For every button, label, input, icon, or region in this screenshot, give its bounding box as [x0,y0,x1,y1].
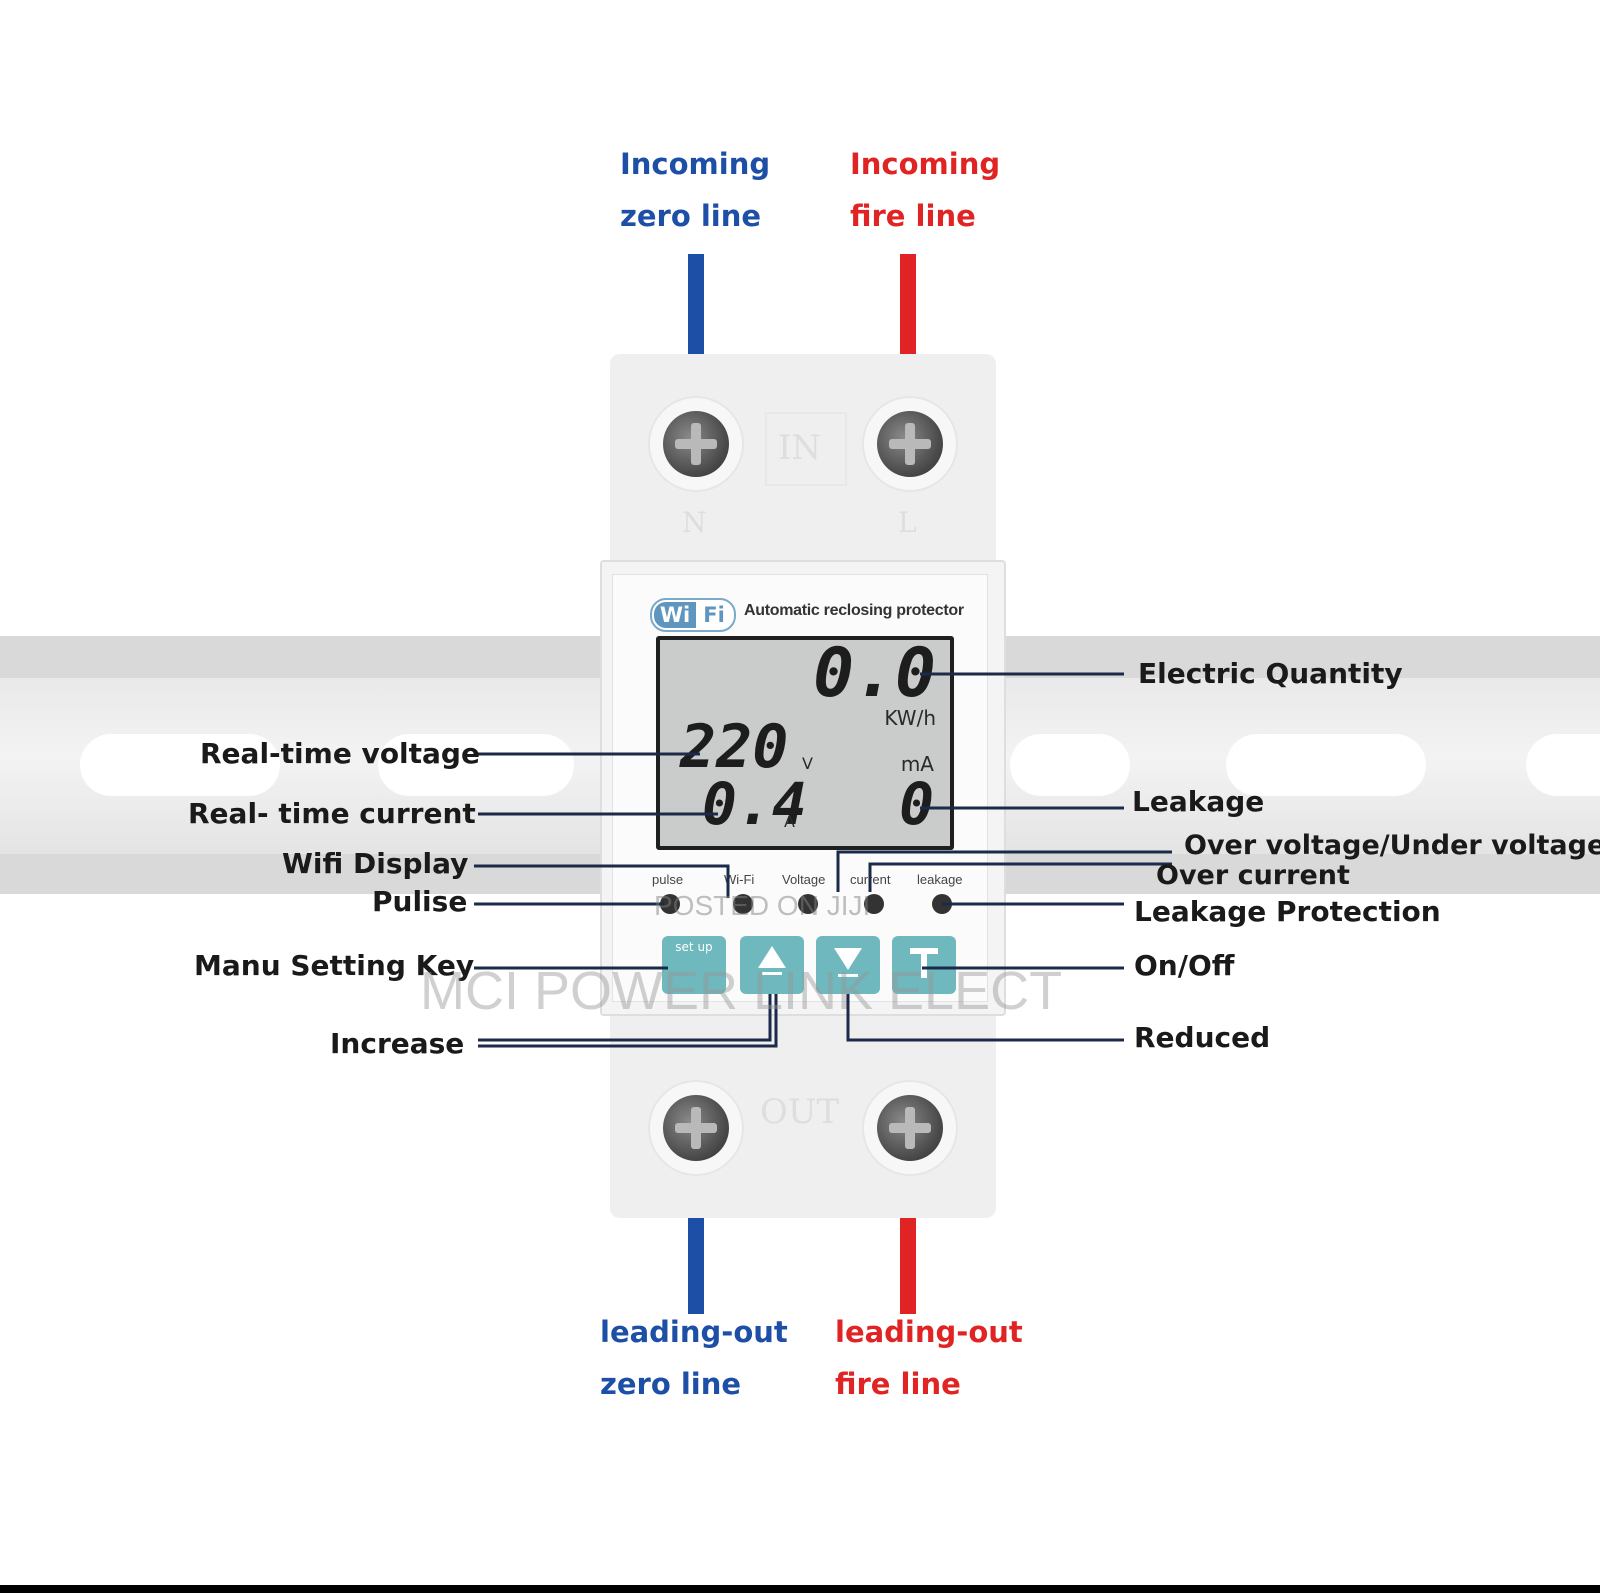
callout-over-current: Over current [1156,860,1350,891]
callout-increase: Increase [330,1027,465,1060]
wifi-led [733,894,753,914]
leader-over-voltage [836,850,1172,892]
outgoing-zero-label: leading-out zero line [600,1306,788,1410]
outgoing-fire-label: leading-out fire line [835,1306,1023,1410]
decrease-key[interactable] [816,936,880,994]
callout-menu-setting-key: Manu Setting Key [194,949,475,982]
led-label-pulse: pulse [652,872,684,887]
callout-wifi-display: Wifi Display [282,847,469,880]
n-marking: N [682,506,707,539]
arrow-down-icon [834,948,862,977]
outgoing-zero-line1: leading-out [600,1315,788,1349]
screw-slot [691,1107,701,1149]
outgoing-zero-wire [688,1216,704,1314]
screw-slot [691,423,701,465]
lcd-voltage-unit: V [802,754,813,773]
callout-electric-quantity: Electric Quantity [1138,657,1403,690]
incoming-fire-wire [900,254,916,354]
leader-over-current [868,862,1172,892]
menu-setting-key[interactable]: set up [662,936,726,994]
pulse-led [660,894,680,914]
outgoing-fire-line2: fire line [835,1367,961,1401]
voltage-led [798,894,818,914]
led-label-voltage: Voltage [782,872,826,887]
screw-slot [905,1107,915,1149]
outgoing-fire-wire [900,1216,916,1314]
in-marking: IN [778,428,822,468]
in-marking-box [765,412,847,486]
screw-slot [905,423,915,465]
incoming-fire-label: Incoming fire line [850,138,1000,242]
callout-real-time-current: Real- time current [188,797,476,830]
lcd-current-unit: A [784,812,795,831]
lcd-current-value: 0.4 [702,770,807,838]
rail-slot [1526,734,1600,796]
outgoing-zero-line2: zero line [600,1367,742,1401]
rail-slot [80,734,280,796]
callout-leakage-protection: Leakage Protection [1134,895,1441,928]
led-label-leakage: leakage [917,872,963,887]
callout-on-off: On/Off [1134,949,1235,982]
outgoing-fire-line1: leading-out [835,1315,1023,1349]
led-label-wifi: Wi-Fi [724,872,755,887]
leader-increase-double [478,994,778,1048]
incoming-zero-line2: zero line [620,199,762,233]
incoming-zero-label: Incoming zero line [620,138,770,242]
callout-real-time-voltage: Real-time voltage [200,737,480,770]
incoming-zero-wire [688,254,704,354]
incoming-fire-line1: Incoming [850,147,1001,181]
rail-slot [1226,734,1426,796]
menu-setting-key-label: set up [675,940,713,954]
callout-reduced: Reduced [1134,1021,1271,1054]
current-led [864,894,884,914]
bottom-edge-bar [0,1585,1600,1593]
increase-key[interactable] [740,936,804,994]
onoff-key[interactable] [892,936,956,994]
incoming-fire-line2: fire line [850,199,976,233]
wifi-badge-fi: Fi [703,603,725,627]
rail-slot [1010,734,1130,796]
leader-increase [478,994,772,1042]
wifi-badge: Wi Fi [650,598,736,632]
leader-reduced [846,994,1124,1042]
lcd-leakage-unit: mA [900,752,934,776]
incoming-zero-line1: Incoming [620,147,771,181]
callout-leakage: Leakage [1132,785,1265,818]
arrow-up-icon [758,946,786,975]
power-toggle-icon [910,948,938,978]
wifi-badge-wi: Wi [654,602,696,628]
device-brand-text: Automatic reclosing protector [744,602,964,619]
lcd-energy-unit: KW/h [884,706,936,730]
leader-wifi [474,864,730,898]
callout-over-under-voltage: Over voltage/Under voltage [1184,830,1600,861]
lcd-leakage-value: 0 [899,770,934,838]
callout-pulse: Pulise [372,885,468,918]
watermark-posted: POSTED ON JIJI [654,890,871,921]
rail-slot [378,734,574,796]
watermark-company: MCI POWER LINK ELECT [420,961,1063,1021]
out-marking: OUT [760,1092,840,1132]
l-marking: L [898,506,917,539]
lcd-voltage-value: 220 [680,712,789,782]
lcd-energy-value: 0.0 [813,634,936,713]
